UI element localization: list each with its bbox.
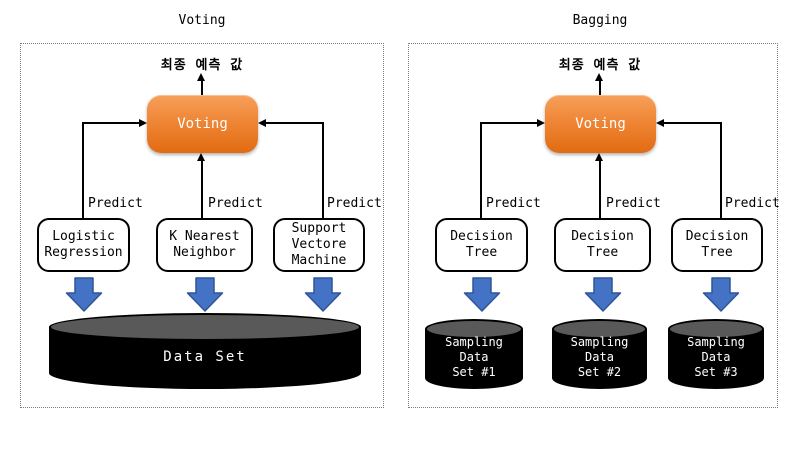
voting-box: Voting xyxy=(147,95,258,153)
sampling-cylinder-label: Sampling Data Set #3 xyxy=(668,335,764,380)
voting-box-label: Voting xyxy=(575,116,626,132)
model-box-support-vector-machine: Support Vectore Machine xyxy=(273,218,365,272)
connector-right-horizontal xyxy=(266,122,324,124)
final-prediction-label: 최종 예측 값 xyxy=(160,58,244,73)
dataset-cylinder-label: Data Set xyxy=(49,349,361,365)
cylinder-label-line: Set #1 xyxy=(452,365,496,379)
model-box-line: Tree xyxy=(701,245,733,260)
down-arrow-icon xyxy=(702,277,740,312)
voting-panel: Voting 최종 예측 값 Voting Predict Predict Pr… xyxy=(20,0,386,450)
cylinder-label-line: Set #2 xyxy=(577,365,622,379)
cylinder-top xyxy=(49,313,361,341)
cylinder-label-line: Data Set xyxy=(163,349,247,365)
connector-left-vertical xyxy=(82,122,84,218)
down-arrow-icon xyxy=(463,277,501,312)
connector-left-arrowhead-icon xyxy=(537,119,545,127)
connector-middle-vertical xyxy=(201,160,203,218)
connector-right-vertical xyxy=(322,122,324,218)
sampling-cylinder-label: Sampling Data Set #2 xyxy=(552,335,647,380)
sampling-cylinder-label: Sampling Data Set #1 xyxy=(425,335,523,380)
connector-right-arrowhead-icon xyxy=(656,119,664,127)
output-arrow-line xyxy=(599,81,601,95)
model-box-k-nearest-neighbor: K Nearest Neighbor xyxy=(156,218,253,272)
predict-label: Predict xyxy=(327,196,382,211)
connector-right-vertical xyxy=(720,122,722,218)
model-box-decision-tree-3: Decision Tree xyxy=(671,218,763,272)
dataset-cylinder: Data Set xyxy=(49,313,361,389)
predict-label: Predict xyxy=(725,196,780,211)
model-box-decision-tree-2: Decision Tree xyxy=(554,218,651,272)
voting-box: Voting xyxy=(545,95,656,153)
model-box-logistic-regression: Logistic Regression xyxy=(37,218,130,272)
down-arrow-icon xyxy=(584,277,622,312)
down-arrow-icon xyxy=(304,277,342,312)
connector-right-horizontal xyxy=(664,122,722,124)
model-box-line: Neighbor xyxy=(173,245,236,260)
model-box-line: Vectore xyxy=(291,237,347,252)
cylinder-top xyxy=(425,319,523,339)
sampling-dataset-cylinder-3: Sampling Data Set #3 xyxy=(668,319,764,389)
voting-box-label: Voting xyxy=(177,116,228,132)
model-box-line: Decision xyxy=(450,229,513,244)
connector-left-arrowhead-icon xyxy=(139,119,147,127)
model-box-line: Machine xyxy=(291,253,347,268)
output-arrowhead-icon xyxy=(595,73,603,81)
panel-title: Bagging xyxy=(572,13,628,28)
output-arrowhead-icon xyxy=(197,73,205,81)
model-box-line: Logistic xyxy=(52,229,115,244)
cylinder-label-line: Data xyxy=(585,350,614,364)
model-box-line: K Nearest xyxy=(169,229,240,244)
cylinder-body xyxy=(552,329,647,389)
model-box-line: Tree xyxy=(465,245,498,260)
connector-middle-vertical xyxy=(599,160,601,218)
connector-left-horizontal xyxy=(480,122,538,124)
model-box-line: Regression xyxy=(44,245,123,260)
cylinder-label-line: Sampling xyxy=(570,335,629,349)
output-arrow-line xyxy=(201,81,203,95)
cylinder-label-line: Data xyxy=(459,350,489,364)
model-box-decision-tree-1: Decision Tree xyxy=(435,218,528,272)
connector-left-horizontal xyxy=(82,122,140,124)
cylinder-label-line: Data xyxy=(701,350,731,364)
connector-middle-arrowhead-icon xyxy=(595,153,603,161)
down-arrow-icon xyxy=(65,277,103,312)
predict-label: Predict xyxy=(208,196,263,211)
voting-panel-border xyxy=(20,43,384,408)
cylinder-top xyxy=(668,319,764,339)
cylinder-body xyxy=(425,329,523,389)
model-box-line: Tree xyxy=(586,245,619,260)
panel-title: Voting xyxy=(178,13,226,28)
model-box-line: Support xyxy=(291,221,347,236)
connector-left-vertical xyxy=(480,122,482,218)
model-box-line: Decision xyxy=(571,229,634,244)
sampling-dataset-cylinder-1: Sampling Data Set #1 xyxy=(425,319,523,389)
predict-label: Predict xyxy=(606,196,661,211)
down-arrow-icon xyxy=(186,277,224,312)
cylinder-label-line: Set #3 xyxy=(694,365,738,379)
predict-label: Predict xyxy=(88,196,143,211)
connector-right-arrowhead-icon xyxy=(258,119,266,127)
connector-middle-arrowhead-icon xyxy=(197,153,205,161)
sampling-dataset-cylinder-2: Sampling Data Set #2 xyxy=(552,319,647,389)
cylinder-body xyxy=(668,329,764,389)
bagging-panel-border xyxy=(408,43,778,408)
cylinder-label-line: Sampling xyxy=(445,335,503,349)
predict-label: Predict xyxy=(486,196,541,211)
model-box-line: Decision xyxy=(685,229,749,244)
final-prediction-label: 최종 예측 값 xyxy=(558,58,642,73)
cylinder-top xyxy=(552,319,647,339)
bagging-panel: Bagging 최종 예측 값 Voting Predict Predict P… xyxy=(408,0,780,450)
cylinder-label-line: Sampling xyxy=(687,335,745,349)
